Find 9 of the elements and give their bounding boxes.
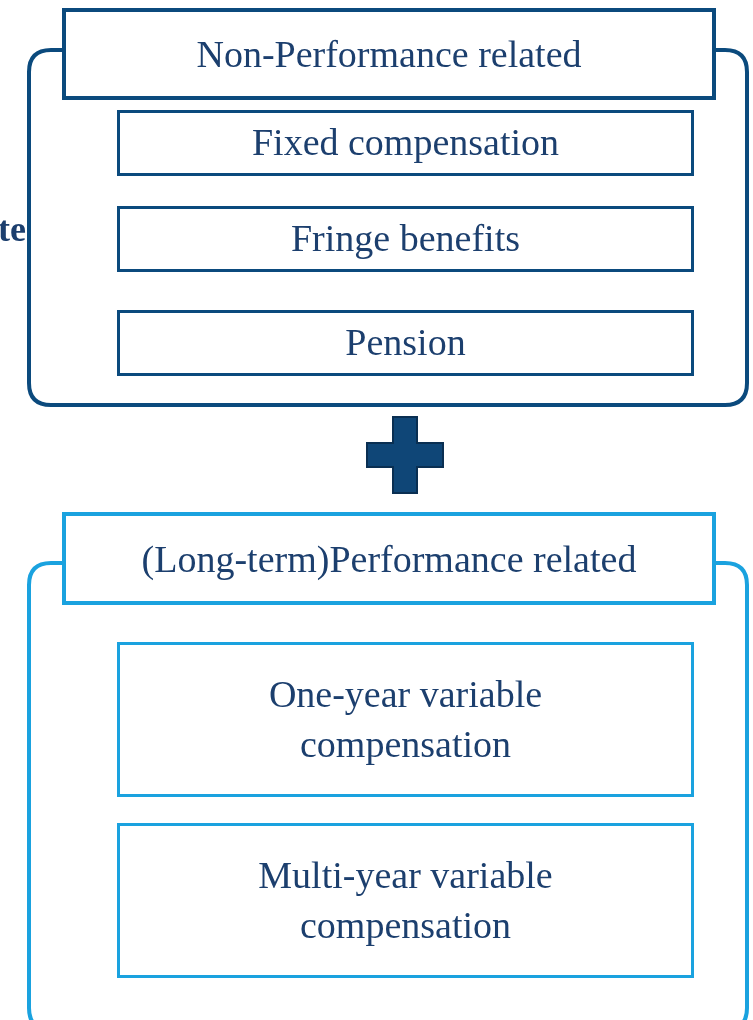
group-panel <box>27 512 749 1020</box>
item-box: Pension <box>117 310 694 376</box>
group-heading: (Long-term)Performance related <box>62 512 716 605</box>
item-box: Fringe benefits <box>117 206 694 272</box>
item-box: One-year variable compensation <box>117 642 694 797</box>
group-panel <box>27 8 749 407</box>
item-box: Multi-year variable compensation <box>117 823 694 978</box>
item-box: Fixed compensation <box>117 110 694 176</box>
group-heading: Non-Performance related <box>62 8 716 100</box>
